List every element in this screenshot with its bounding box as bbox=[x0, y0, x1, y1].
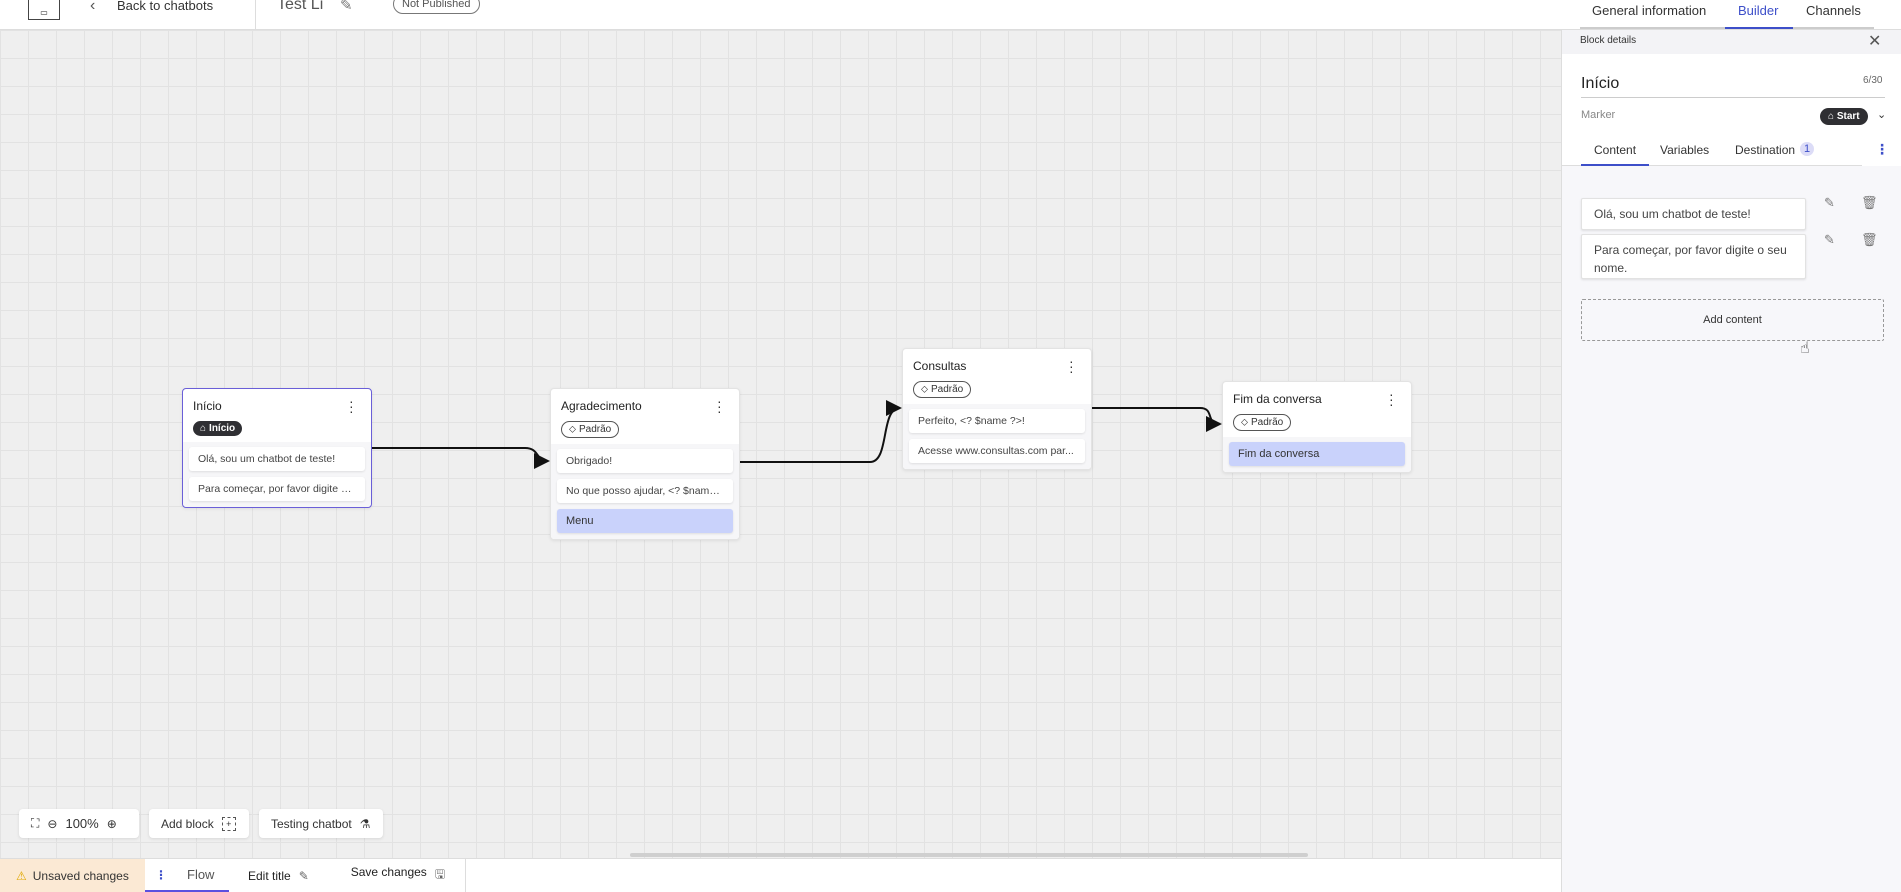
block-title: Início bbox=[193, 399, 222, 413]
destination-count-badge: 1 bbox=[1800, 142, 1815, 156]
edit-title-pencil-icon[interactable]: ✎ bbox=[340, 0, 353, 14]
zoom-in-icon[interactable]: ⊕ bbox=[106, 816, 117, 831]
edges bbox=[372, 400, 1222, 469]
warning-icon: ⚠ bbox=[16, 868, 27, 883]
pencil-icon: ✎ bbox=[298, 868, 309, 883]
content-area bbox=[1562, 166, 1901, 892]
chevron-down-icon[interactable]: ⌄ bbox=[1877, 109, 1887, 121]
more-options-icon[interactable]: ··· bbox=[1069, 353, 1074, 379]
tab-general-information[interactable]: General information bbox=[1592, 3, 1707, 18]
edge-agradecimento-consultas bbox=[740, 400, 902, 463]
tab-content[interactable]: Content bbox=[1594, 143, 1637, 157]
content-item[interactable]: No que posso ajudar, <? $name ... bbox=[557, 479, 733, 503]
status-badge: Not Published bbox=[393, 0, 480, 14]
tab-channels[interactable]: Channels bbox=[1806, 3, 1861, 18]
menu-item[interactable]: Fim da conversa bbox=[1229, 442, 1405, 466]
block-node-agradecimento[interactable]: Agradecimento ··· ⬦Padrão Obrigado! No qu… bbox=[550, 388, 740, 540]
zoom-level: 100% bbox=[65, 816, 99, 831]
content-item[interactable]: Acesse www.consultas.com par... bbox=[909, 439, 1085, 463]
block-node-fim-da-conversa[interactable]: Fim da conversa ··· ⬦Padrão Fim da conve… bbox=[1222, 381, 1412, 473]
edit-title-button[interactable]: Edit title✎ bbox=[248, 868, 309, 883]
panel-header-title: Block details bbox=[1580, 35, 1637, 46]
tag-icon: ⬦ bbox=[921, 384, 928, 395]
marker-select[interactable]: ⌂ Start bbox=[1820, 108, 1868, 125]
block-title: Agradecimento bbox=[561, 399, 642, 413]
panel-header bbox=[1562, 30, 1901, 54]
marker-badge: ⬦Padrão bbox=[913, 381, 972, 398]
top-bar: ▭ ‹ Back to chatbots Test Li ✎ Not Publi… bbox=[0, 0, 1901, 30]
block-details-panel: Block details ✕ Início 6/30 Marker ⌂ Sta… bbox=[1561, 30, 1901, 892]
divider bbox=[465, 859, 467, 892]
char-count: 6/30 bbox=[1863, 75, 1883, 86]
unsaved-changes-indicator: ⚠Unsaved changes bbox=[0, 859, 145, 892]
content-item[interactable]: Olá, sou um chatbot de teste! bbox=[1581, 198, 1806, 230]
zoom-out-icon[interactable]: ⊖ bbox=[47, 816, 58, 831]
tab-variables[interactable]: Variables bbox=[1660, 143, 1710, 157]
back-chevron-icon[interactable]: ‹ bbox=[90, 0, 96, 14]
close-icon[interactable]: ✕ bbox=[1868, 33, 1882, 50]
fit-screen-icon[interactable]: ⛶ bbox=[31, 816, 40, 830]
edit-pencil-icon[interactable]: ✎ bbox=[1824, 232, 1835, 247]
hand-cursor-icon: ☝ bbox=[1800, 340, 1810, 357]
edge-inicio-agradecimento bbox=[372, 447, 550, 469]
home-icon: ⌂ bbox=[1828, 111, 1837, 122]
marker-badge: ⌂Início bbox=[193, 421, 243, 436]
flask-icon: ⚗ bbox=[359, 816, 371, 831]
tab-active-indicator bbox=[1581, 164, 1649, 166]
block-node-inicio[interactable]: Início ··· ⌂Início Olá, sou um chatbot d… bbox=[182, 388, 372, 508]
testing-chatbot-button[interactable]: Testing chatbot⚗ bbox=[259, 809, 383, 838]
tab-builder[interactable]: Builder bbox=[1738, 3, 1779, 18]
chatbot-title: Test Li bbox=[277, 0, 324, 13]
edit-pencil-icon[interactable]: ✎ bbox=[1824, 195, 1835, 210]
tab-destination[interactable]: Destination bbox=[1735, 143, 1796, 157]
divider bbox=[255, 0, 256, 30]
tab-flow[interactable]: ⋮Flow bbox=[145, 859, 229, 892]
marker-badge: ⬦Padrão bbox=[561, 421, 620, 438]
block-node-consultas[interactable]: Consultas ··· ⬦Padrão Perfeito, <? $name… bbox=[902, 348, 1092, 470]
content-item[interactable]: Para começar, por favor digite o ... bbox=[189, 477, 365, 501]
tag-icon: ⬦ bbox=[569, 424, 576, 435]
block-title: Fim da conversa bbox=[1233, 392, 1322, 406]
more-options-icon[interactable]: ⋮ bbox=[155, 867, 167, 882]
menu-item[interactable]: Menu bbox=[557, 509, 733, 533]
content-item[interactable]: Para começar, por favor digite o seu nom… bbox=[1581, 234, 1806, 279]
home-icon: ⌂ bbox=[200, 423, 207, 434]
content-item[interactable]: Perfeito, <? $name ?>! bbox=[909, 409, 1085, 433]
back-to-chatbots-link[interactable]: Back to chatbots bbox=[117, 0, 214, 13]
block-title: Consultas bbox=[913, 359, 967, 373]
marker-badge: ⬦Padrão bbox=[1233, 414, 1292, 431]
logo: ▭ bbox=[28, 0, 60, 20]
tag-icon: ⬦ bbox=[1241, 417, 1248, 428]
divider bbox=[1581, 97, 1885, 98]
more-options-icon[interactable]: ··· bbox=[1389, 386, 1394, 412]
content-item[interactable]: Olá, sou um chatbot de teste! bbox=[189, 447, 365, 471]
bottom-bar: ⚠Unsaved changes ⋮Flow Edit title✎ Save … bbox=[0, 858, 1561, 892]
marker-label: Marker bbox=[1581, 109, 1616, 121]
block-name-input[interactable]: Início bbox=[1581, 75, 1620, 92]
edge-consultas-fim bbox=[1092, 407, 1222, 432]
add-block-button[interactable]: Add block+ bbox=[149, 809, 249, 838]
zoom-controls: ⛶ ⊖ 100% ⊕ bbox=[19, 809, 139, 838]
trash-icon[interactable]: 🗑 bbox=[1861, 232, 1878, 247]
more-options-icon[interactable]: ··· bbox=[349, 393, 354, 419]
save-changes-button[interactable]: Save changes🖫 bbox=[351, 865, 445, 886]
tabs-divider bbox=[1562, 165, 1862, 166]
more-options-icon[interactable]: ··· bbox=[717, 393, 722, 419]
add-content-button[interactable]: Add content bbox=[1581, 299, 1884, 341]
horizontal-scrollbar[interactable] bbox=[630, 853, 1308, 857]
tab-active-indicator bbox=[1725, 27, 1793, 29]
trash-icon[interactable]: 🗑 bbox=[1861, 195, 1878, 210]
more-options-icon[interactable]: ⋮ bbox=[1875, 141, 1889, 157]
add-block-icon: + bbox=[221, 816, 236, 831]
save-icon: 🖫 bbox=[434, 867, 446, 881]
content-item[interactable]: Obrigado! bbox=[557, 449, 733, 473]
